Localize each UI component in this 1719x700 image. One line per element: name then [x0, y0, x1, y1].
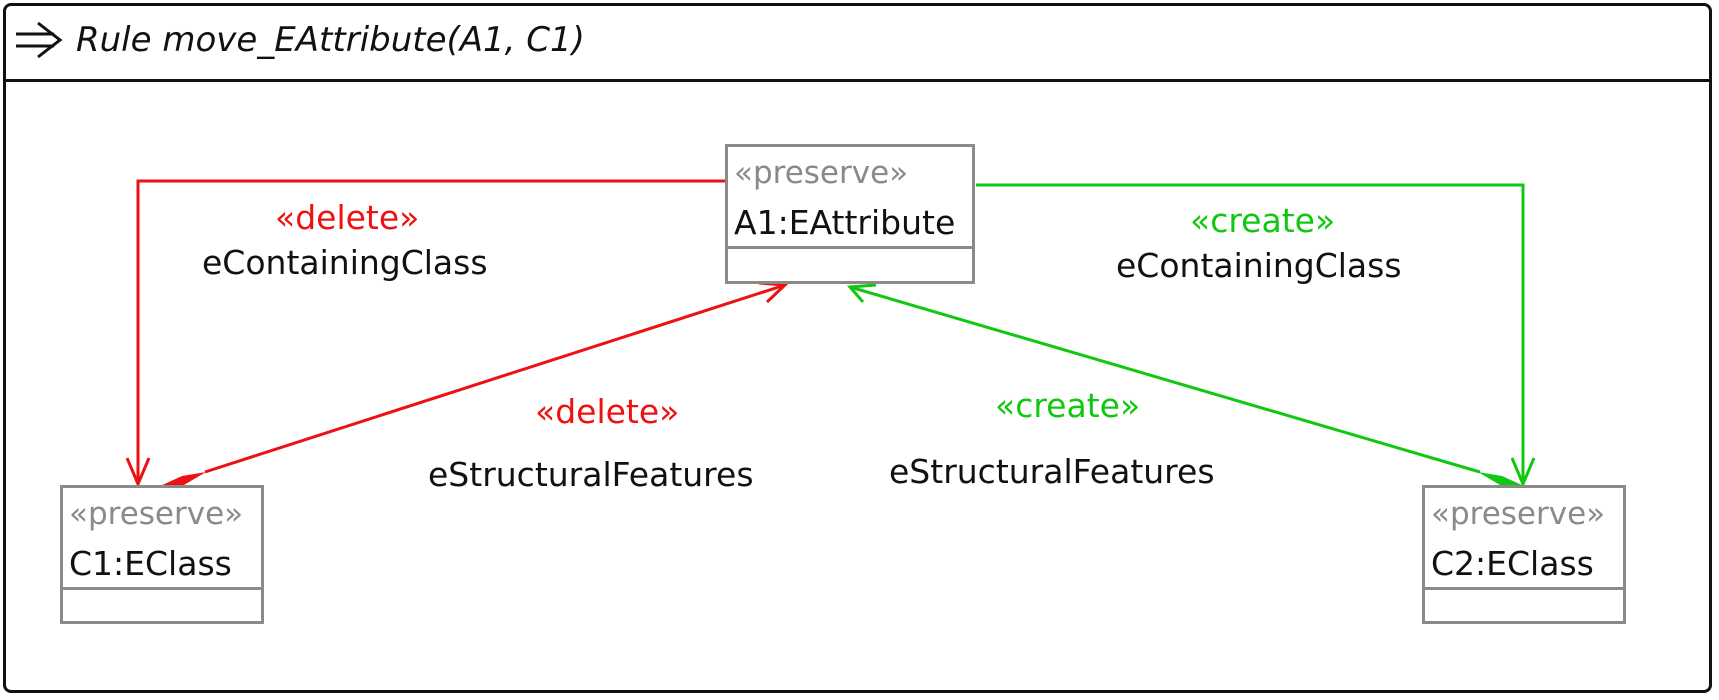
- node-c1-separator: [63, 587, 261, 590]
- node-a1-eattribute[interactable]: «preserve» A1:EAttribute: [725, 144, 975, 284]
- create-estructuralfeatures-arrowhead: [846, 283, 877, 303]
- node-a1-separator: [728, 246, 972, 249]
- delete-estructuralfeatures-label: eStructuralFeatures: [428, 455, 754, 494]
- delete-econtainingclass-arrowhead: [125, 457, 151, 488]
- node-c1-stereotype: «preserve»: [69, 496, 244, 532]
- delete-econtainingclass-stereotype: «delete»: [275, 198, 420, 237]
- rule-title: Rule move_EAttribute(A1, C1): [76, 20, 585, 60]
- delete-econtainingclass-label: eContainingClass: [202, 243, 488, 282]
- create-estructuralfeatures-label: eStructuralFeatures: [889, 452, 1215, 491]
- create-econtainingclass-edge: [976, 183, 1525, 482]
- node-a1-stereotype: «preserve»: [734, 155, 909, 191]
- node-c2-name: C2:EClass: [1431, 544, 1594, 583]
- create-estructuralfeatures-stereotype: «create»: [995, 386, 1141, 425]
- rule-title-bar: Rule move_EAttribute(A1, C1): [6, 6, 1709, 82]
- create-composition-diamond: [1478, 472, 1526, 487]
- node-c1-eclass[interactable]: «preserve» C1:EClass: [60, 485, 264, 624]
- create-estructuralfeatures-edge: [849, 285, 1481, 474]
- delete-estructuralfeatures-stereotype: «delete»: [535, 392, 680, 431]
- node-c1-name: C1:EClass: [69, 544, 232, 583]
- create-econtainingclass-label: eContainingClass: [1116, 246, 1402, 285]
- node-c2-separator: [1425, 587, 1623, 590]
- rule-arrow-icon: [16, 21, 63, 59]
- create-econtainingclass-arrowhead: [1510, 457, 1536, 488]
- create-econtainingclass-stereotype: «create»: [1190, 201, 1336, 240]
- node-c2-stereotype: «preserve»: [1431, 496, 1606, 532]
- delete-composition-diamond: [158, 472, 206, 487]
- node-a1-name: A1:EAttribute: [734, 203, 956, 242]
- node-c2-eclass[interactable]: «preserve» C2:EClass: [1422, 485, 1626, 624]
- rule-frame: Rule move_EAttribute(A1, C1): [3, 3, 1712, 693]
- delete-econtainingclass-edge: [136, 179, 725, 482]
- delete-estructuralfeatures-edge: [204, 283, 786, 474]
